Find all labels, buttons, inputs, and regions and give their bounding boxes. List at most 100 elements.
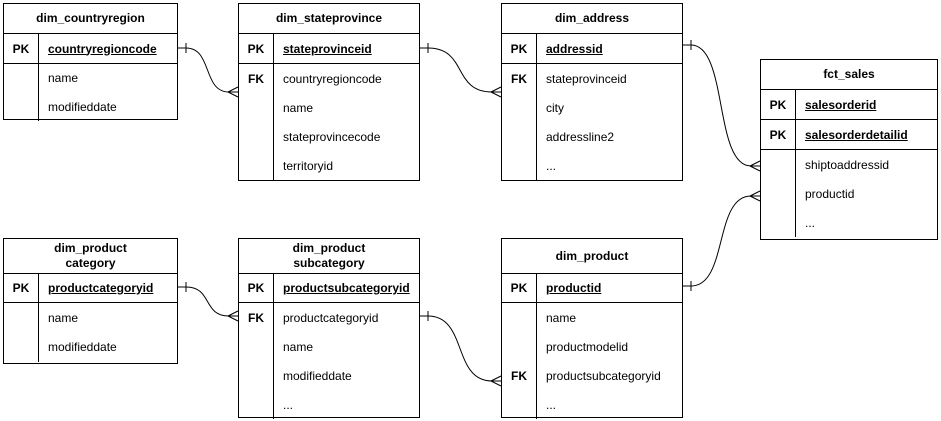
relationship-line xyxy=(690,44,752,167)
attribute-row[interactable]: addressline2 xyxy=(502,122,682,151)
relationship-line xyxy=(427,315,493,382)
cardinality-many-crowsfoot xyxy=(749,160,761,172)
attribute-name: countryregioncode xyxy=(48,41,157,56)
attribute-row[interactable]: modifieddate xyxy=(4,92,177,121)
attribute-row[interactable]: name xyxy=(239,93,419,122)
attribute-name: productid xyxy=(546,281,602,295)
relationship-line xyxy=(185,47,230,93)
key-indicator: FK xyxy=(502,64,537,93)
relationship-line xyxy=(427,47,493,93)
cardinality-many-crowsfoot xyxy=(749,190,761,202)
attribute-name: productcategoryid xyxy=(283,310,379,325)
attribute-row[interactable]: productmodelid xyxy=(502,332,682,361)
key-indicator: PK xyxy=(239,34,274,63)
attribute-name: productmodelid xyxy=(546,339,629,354)
key-indicator xyxy=(502,93,537,122)
attribute-name: countryregioncode xyxy=(283,71,382,86)
attribute-name: ... xyxy=(805,215,816,230)
attribute-row[interactable]: ... xyxy=(761,208,937,237)
entity-title-dim_countryregion: dim_countryregion xyxy=(4,4,177,34)
relationship-line xyxy=(690,195,752,287)
relationship-product-to-fctsales xyxy=(683,190,761,291)
attribute-name: city xyxy=(546,100,564,115)
attribute-name: territoryid xyxy=(283,158,334,173)
key-indicator xyxy=(239,390,274,419)
key-indicator xyxy=(502,122,537,151)
attribute-name: ... xyxy=(546,158,557,173)
key-indicator: FK xyxy=(502,361,537,390)
entity-title-dim_productcategory: dim_product category xyxy=(4,239,177,274)
attribute-name: modifieddate xyxy=(48,340,117,354)
attribute-row[interactable]: stateprovincecode xyxy=(239,122,419,151)
attribute-name: salesorderid xyxy=(805,97,877,112)
attribute-name: name xyxy=(48,310,79,325)
attribute-row[interactable]: FK productsubcategoryid xyxy=(502,361,682,390)
attribute-row[interactable]: shiptoaddressid xyxy=(761,150,937,179)
attribute-row[interactable]: ... xyxy=(239,390,419,419)
cardinality-many-crowsfoot xyxy=(227,86,239,98)
attribute-row[interactable]: ... xyxy=(502,151,682,180)
key-indicator xyxy=(502,390,537,419)
key-indicator: PK xyxy=(4,34,39,63)
attribute-row[interactable]: modifieddate xyxy=(4,332,177,362)
attribute-name: addressline2 xyxy=(546,129,615,144)
key-indicator: PK xyxy=(502,274,537,302)
cardinality-many-crowsfoot xyxy=(227,310,239,322)
key-indicator xyxy=(239,122,274,151)
attribute-row[interactable]: ... xyxy=(502,390,682,419)
key-indicator xyxy=(502,151,537,180)
attribute-row[interactable]: PK countryregioncode xyxy=(4,34,177,64)
attribute-row[interactable]: productid xyxy=(761,179,937,208)
attribute-row[interactable]: PK stateprovinceid xyxy=(239,34,419,64)
key-indicator xyxy=(761,150,796,179)
attribute-name: productsubcategoryid xyxy=(546,368,661,383)
key-indicator xyxy=(239,93,274,122)
attribute-row[interactable]: name xyxy=(502,303,682,332)
attribute-name: stateprovinceid xyxy=(283,41,372,56)
relationship-countryregion-to-stateprovince xyxy=(178,43,239,98)
attribute-name: salesorderdetailid xyxy=(805,127,908,142)
cardinality-many-crowsfoot xyxy=(490,375,502,387)
attribute-row[interactable]: PK productid xyxy=(502,274,682,303)
key-indicator xyxy=(502,332,537,361)
attribute-row[interactable]: city xyxy=(502,93,682,122)
attribute-name: productid xyxy=(805,186,855,201)
attribute-row[interactable]: modifieddate xyxy=(239,361,419,390)
cardinality-many-crowsfoot xyxy=(490,86,502,98)
key-indicator: PK xyxy=(4,274,39,302)
attribute-row[interactable]: name xyxy=(4,64,177,92)
attribute-row[interactable]: name xyxy=(4,303,177,332)
entity-title-dim_product: dim_product xyxy=(502,239,682,274)
relationship-productcategory-to-subcategory xyxy=(178,282,239,322)
entity-title-dim_stateprovince: dim_stateprovince xyxy=(239,4,419,34)
entity-title-fct_sales: fct_sales xyxy=(761,60,937,90)
relationship-line xyxy=(185,286,230,317)
key-indicator: PK xyxy=(502,34,537,63)
attribute-row[interactable]: name xyxy=(239,332,419,361)
attribute-row[interactable]: territoryid xyxy=(239,151,419,180)
key-indicator: PK xyxy=(239,274,274,302)
relationship-address-to-fctsales xyxy=(683,40,761,172)
